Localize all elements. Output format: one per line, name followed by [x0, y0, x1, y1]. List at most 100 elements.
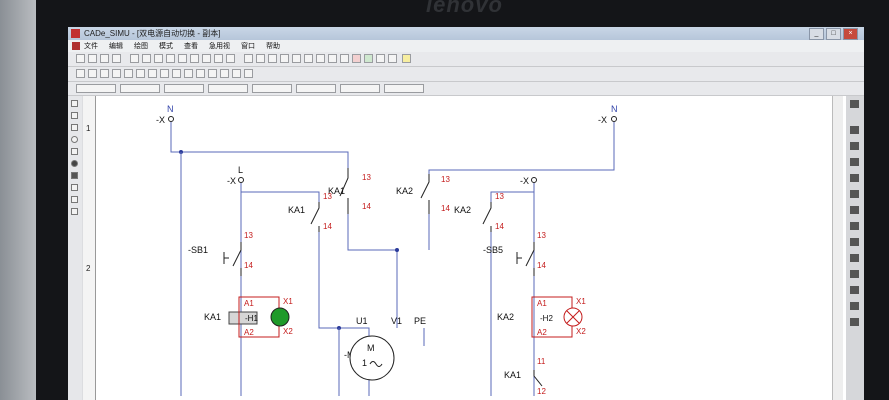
menu-mode[interactable]: 模式 [159, 43, 173, 50]
fill-circle-icon[interactable] [71, 160, 78, 167]
contact-ka1-mid[interactable]: KA1 13 14 [288, 192, 332, 232]
menu-view[interactable]: 查看 [184, 43, 198, 50]
cut-icon[interactable] [130, 54, 139, 63]
simulate-step-icon[interactable] [364, 54, 373, 63]
zoom-out-icon[interactable] [202, 54, 211, 63]
delete-icon[interactable] [166, 54, 175, 63]
snap-icon[interactable] [292, 54, 301, 63]
menu-edit[interactable]: 编辑 [109, 43, 123, 50]
contact-ka2-top[interactable]: KA2 13 14 [396, 174, 450, 214]
switch-icon[interactable] [160, 69, 169, 78]
breaker-icon[interactable] [100, 69, 109, 78]
pushbutton-icon[interactable] [148, 69, 157, 78]
fill-rect-icon[interactable] [71, 172, 78, 179]
draw-box-icon[interactable] [71, 148, 78, 155]
line-icon[interactable] [316, 54, 325, 63]
help-icon[interactable] [402, 54, 411, 63]
lamp-h2[interactable]: -H2 X1 X2 [540, 297, 586, 336]
text-tool-icon[interactable] [71, 208, 78, 215]
redo-icon[interactable] [256, 54, 265, 63]
palette-item-9[interactable] [850, 238, 859, 246]
relay-icon[interactable] [136, 69, 145, 78]
grid-icon[interactable] [280, 54, 289, 63]
palette-item-10[interactable] [850, 254, 859, 262]
terminal-right-2[interactable]: -X [520, 176, 537, 186]
lamp-icon[interactable] [172, 69, 181, 78]
menu-help[interactable]: 帮助 [266, 43, 280, 50]
terminal-icon[interactable] [232, 69, 241, 78]
undo-icon[interactable] [244, 54, 253, 63]
symbol-bar-7[interactable] [340, 84, 380, 93]
paste-icon[interactable] [154, 54, 163, 63]
symbol-bar-1[interactable] [76, 84, 116, 93]
simulate-pause-icon[interactable] [376, 54, 385, 63]
zoom-fit-icon[interactable] [214, 54, 223, 63]
palette-item-14[interactable] [850, 318, 859, 326]
power-supply-icon[interactable] [76, 69, 85, 78]
palette-item-7[interactable] [850, 206, 859, 214]
connector-icon[interactable] [244, 69, 253, 78]
sensor-icon[interactable] [184, 69, 193, 78]
symbol-bar-8[interactable] [384, 84, 424, 93]
motor-m[interactable]: -M M 1 U1 V1 PE [344, 316, 426, 381]
schematic-canvas[interactable]: -X N -X L -X N -X [83, 96, 846, 400]
wire-icon[interactable] [220, 69, 229, 78]
lamp-h1[interactable]: -H1 X1 X2 [245, 297, 293, 336]
close-button[interactable]: × [843, 28, 858, 40]
palette-item-3[interactable] [850, 142, 859, 150]
select-arrow-icon[interactable] [71, 100, 78, 107]
zoom-in-icon[interactable] [190, 54, 199, 63]
palette-item-2[interactable] [850, 126, 859, 134]
coil-ka1[interactable]: KA1 A1 A2 [204, 296, 280, 338]
timer-icon[interactable] [196, 69, 205, 78]
menu-tools[interactable]: 急用视 [209, 43, 230, 50]
simulate-reset-icon[interactable] [388, 54, 397, 63]
maximize-button[interactable]: □ [826, 28, 841, 40]
terminal-n-right[interactable]: -X N [598, 104, 618, 125]
draw-arc-icon[interactable] [71, 184, 78, 191]
save-icon[interactable] [100, 54, 109, 63]
copy-icon[interactable] [142, 54, 151, 63]
contact-ka1-top[interactable]: KA1 13 14 [328, 168, 371, 214]
menu-draw[interactable]: 绘图 [134, 43, 148, 50]
pen-icon[interactable] [71, 196, 78, 203]
palette-item-12[interactable] [850, 286, 859, 294]
palette-item-11[interactable] [850, 270, 859, 278]
mirror-icon[interactable] [178, 54, 187, 63]
open-file-icon[interactable] [88, 54, 97, 63]
minimize-button[interactable]: _ [809, 28, 824, 40]
pushbutton-sb1[interactable]: -SB1 13 14 [188, 231, 253, 276]
palette-item-8[interactable] [850, 222, 859, 230]
menu-window[interactable]: 窗口 [241, 43, 255, 50]
draw-rect-icon[interactable] [71, 124, 78, 131]
draw-circle-icon[interactable] [71, 136, 78, 143]
palette-item-4[interactable] [850, 158, 859, 166]
plc-icon[interactable] [208, 69, 217, 78]
palette-item-13[interactable] [850, 302, 859, 310]
palette-item-6[interactable] [850, 190, 859, 198]
rotate-icon[interactable] [268, 54, 277, 63]
symbol-bar-5[interactable] [252, 84, 292, 93]
contact-ka2-mid[interactable]: KA2 13 14 [454, 192, 504, 232]
text-icon[interactable] [304, 54, 313, 63]
symbol-bar-2[interactable] [120, 84, 160, 93]
pushbutton-sb5[interactable]: -SB5 13 14 [483, 231, 546, 276]
draw-line-icon[interactable] [71, 112, 78, 119]
simulate-stop-icon[interactable] [352, 54, 361, 63]
zoom-window-icon[interactable] [226, 54, 235, 63]
palette-item-1[interactable] [850, 100, 859, 108]
simulate-play-icon[interactable] [340, 54, 349, 63]
menu-file[interactable]: 文件 [84, 43, 98, 50]
terminal-n-left[interactable]: -X N [156, 104, 174, 125]
new-file-icon[interactable] [76, 54, 85, 63]
symbol-bar-6[interactable] [296, 84, 336, 93]
fuse-icon[interactable] [88, 69, 97, 78]
symbol-bar-4[interactable] [208, 84, 248, 93]
contactor-icon[interactable] [112, 69, 121, 78]
contact-ka1-nc[interactable]: KA1 11 12 [504, 357, 546, 396]
vertical-scrollbar[interactable] [832, 96, 843, 400]
palette-item-5[interactable] [850, 174, 859, 182]
motor-icon[interactable] [124, 69, 133, 78]
pointer-icon[interactable] [328, 54, 337, 63]
print-icon[interactable] [112, 54, 121, 63]
